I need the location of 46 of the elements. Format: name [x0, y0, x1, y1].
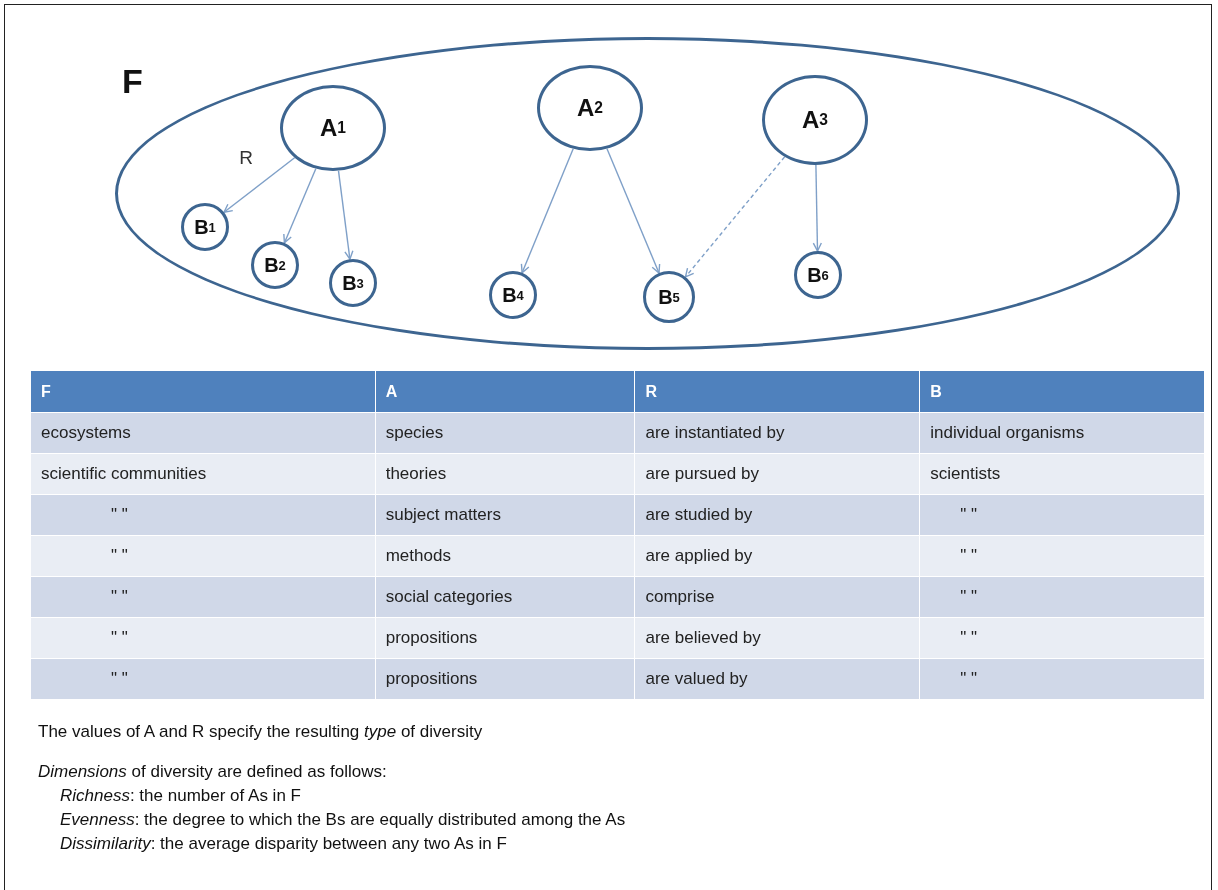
note-text: Dimensions of diversity are defined as follows:	[38, 762, 387, 782]
table-cell: " "	[30, 576, 376, 618]
table-cell: social categories	[375, 576, 635, 618]
table-cell: species	[375, 412, 635, 454]
table-cell: subject matters	[375, 494, 635, 536]
arrow	[337, 170, 354, 260]
table-cell: theories	[375, 453, 635, 495]
table-cell: " "	[30, 617, 376, 659]
note-text: Dissimilarity: the average disparity between any two As in F	[60, 834, 507, 854]
table-cell: propositions	[375, 617, 635, 659]
table-cell: ecosystems	[30, 412, 376, 454]
table-cell: scientific communities	[30, 453, 376, 495]
table-cell: " "	[30, 535, 376, 577]
arrow	[283, 168, 317, 244]
dashed-arrow	[684, 156, 786, 278]
note-text: Evenness: the degree to which the Bs are equally distributed among the As	[60, 810, 626, 830]
table-cell: " "	[919, 617, 1205, 659]
table-cell: are pursued by	[635, 453, 920, 495]
table-cell: " "	[30, 658, 376, 700]
header-cell: B	[919, 370, 1205, 413]
arrow	[223, 157, 296, 213]
arrow	[606, 148, 661, 274]
ellipse-node	[115, 37, 1180, 350]
table-cell: scientists	[919, 453, 1205, 495]
table-cell: " "	[919, 494, 1205, 536]
table-cell: " "	[919, 535, 1205, 577]
header-cell: R	[635, 370, 920, 413]
arrow	[812, 164, 823, 252]
arrow	[520, 148, 574, 274]
note-text: The values of A and R specify the resulting type of diversity	[38, 722, 483, 742]
header-cell: A	[375, 370, 635, 413]
table-cell: propositions	[375, 658, 635, 700]
table-cell: individual organisms	[919, 412, 1205, 454]
table-cell: " "	[919, 576, 1205, 618]
table-cell: are instantiated by	[635, 412, 920, 454]
table-cell: are studied by	[635, 494, 920, 536]
table-cell: are applied by	[635, 535, 920, 577]
header-cell: F	[30, 370, 376, 413]
table-cell: are valued by	[635, 658, 920, 700]
table-cell: methods	[375, 535, 635, 577]
table-cell: " "	[30, 494, 376, 536]
set-label: F	[122, 62, 143, 101]
table-cell: " "	[919, 658, 1205, 700]
note-text: Richness: the number of As in F	[60, 786, 301, 806]
table-cell: are believed by	[635, 617, 920, 659]
table-cell: comprise	[635, 576, 920, 618]
